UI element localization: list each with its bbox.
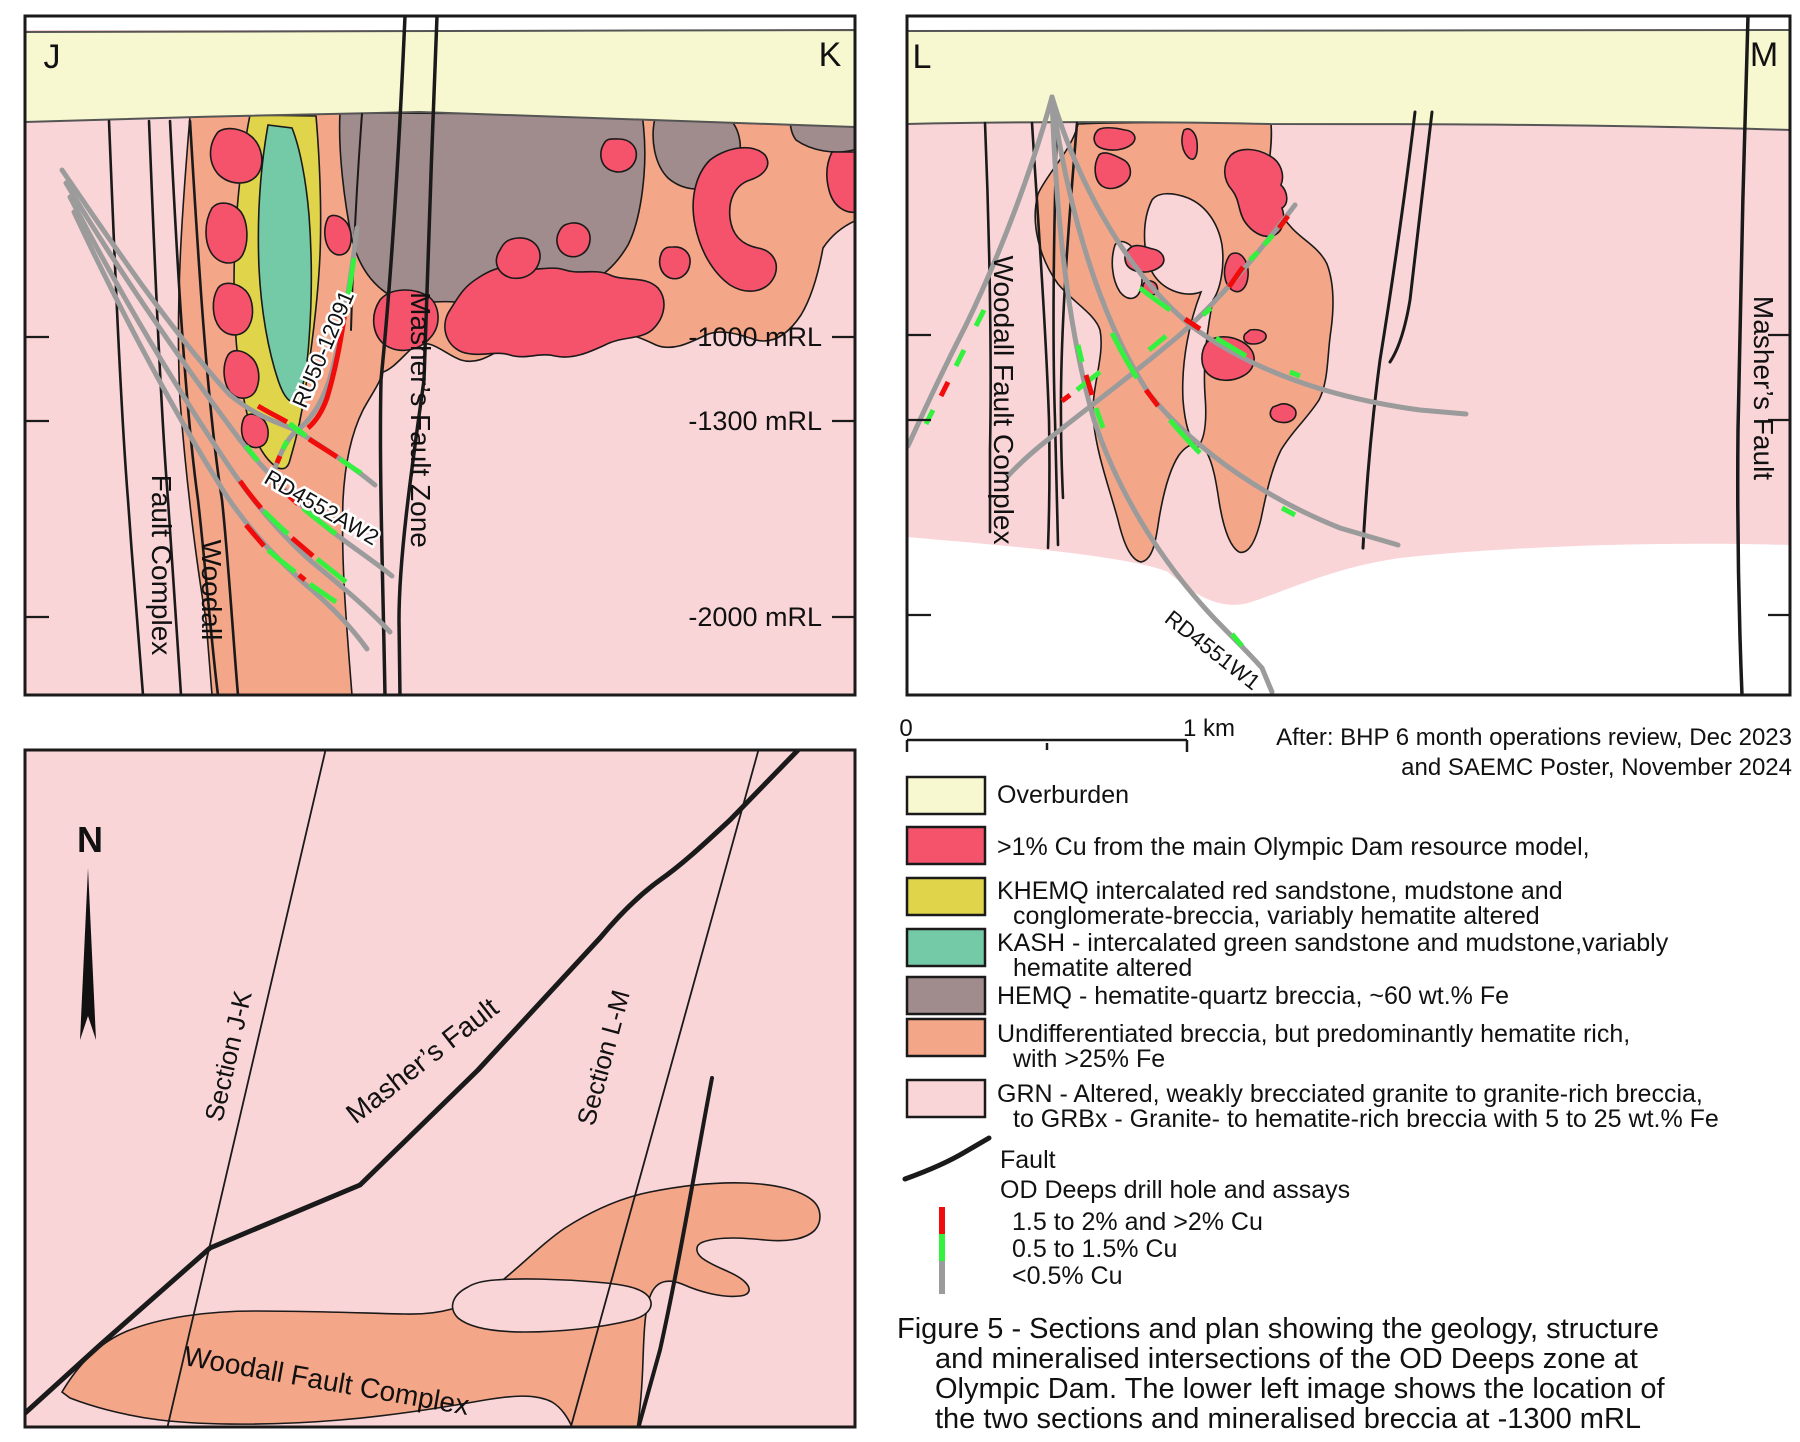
legend-swatch-kash: [905, 927, 987, 968]
legend-swatch-cu: [905, 825, 987, 866]
caption-line-4: the two sections and mineralised breccia…: [935, 1403, 1642, 1435]
legend-swatch-overburden: [905, 775, 987, 816]
plan-breccia-body: [60, 1182, 821, 1427]
jk-corner-k: K: [819, 36, 842, 74]
legend-label-khemq-1: KHEMQ intercalated red sandstone, mudsto…: [997, 877, 1563, 905]
plan-section-jk-line: [166, 750, 327, 1427]
jk-fault-complex-label: Fault Complex: [146, 475, 177, 656]
lm-elevation-ticks: [907, 333, 1790, 617]
jk-elevation-ticks: [25, 335, 855, 619]
jk-elev-2000: -2000 mRL: [688, 602, 822, 632]
legend-label-grn-1: GRN - Altered, weakly brecciated granite…: [997, 1080, 1703, 1108]
legend-assay-high-label: 1.5 to 2% and >2% Cu: [1012, 1208, 1263, 1236]
scale-km-label: 1 km: [1183, 715, 1235, 742]
lm-corner-m: M: [1750, 36, 1778, 74]
section-lm-panel: [907, 16, 1790, 695]
lm-cu-grade-shells: [1093, 126, 1297, 424]
jk-overburden: [25, 28, 855, 129]
scale-bar: [905, 738, 1189, 752]
jk-masher-fault-zone-label: Masher’s Fault Zone: [405, 292, 436, 548]
legend-swatch-hemq: [905, 975, 987, 1016]
plan-panel-border: [23, 748, 857, 1429]
lm-overburden: [907, 28, 1790, 132]
legend-assay-mid-icon: [939, 1234, 945, 1261]
plan-north-label: N: [77, 819, 103, 860]
jk-masher-faults: [378, 16, 439, 695]
lm-assay-intervals: [923, 214, 1301, 648]
caption-line-1: Figure 5 - Sections and plan showing the…: [897, 1313, 1659, 1345]
attribution-line-2: and SAEMC Poster, November 2024: [1401, 754, 1792, 781]
legend-assay-low-label: <0.5% Cu: [1012, 1262, 1123, 1290]
plan-se-fault-line: [636, 1076, 714, 1427]
legend-label-kash-1: KASH - intercalated green sandstone and …: [997, 929, 1669, 957]
scale-zero-label: 0: [899, 715, 912, 742]
caption-line-3: Olympic Dam. The lower left image shows …: [935, 1373, 1665, 1405]
legend-assay-bar: [939, 1207, 945, 1294]
jk-cu-grade-shells: [205, 127, 855, 449]
north-arrow-icon: [80, 868, 96, 1040]
jk-woodall-label: Woodall: [196, 540, 227, 641]
jk-assay-intervals: [237, 257, 363, 605]
legend-fault-icon: [902, 1135, 992, 1182]
legend-label-grn-2: to GRBx - Granite- to hematite-rich brec…: [1013, 1105, 1719, 1133]
legend-assay-high-icon: [939, 1207, 945, 1234]
section-jk-panel: [25, 16, 855, 695]
jk-panel-border: [23, 14, 857, 697]
caption-line-2: and mineralised intersections of the OD …: [935, 1343, 1638, 1375]
legend-label-khemq-2: conglomerate-breccia, variably hematite …: [1013, 902, 1540, 930]
lm-panel-border: [905, 14, 1792, 697]
lm-woodall-fault-complex-label: Woodall Fault Complex: [988, 256, 1019, 545]
legend-swatch-breccia: [905, 1017, 987, 1058]
legend-assay-mid-label: 0.5 to 1.5% Cu: [1012, 1235, 1178, 1263]
legend-label-overburden: Overburden: [997, 781, 1130, 809]
jk-woodall-faults: [107, 113, 363, 695]
jk-kash-body: [257, 124, 313, 403]
plan-section-lm-line: [569, 750, 760, 1427]
legend-label-hemq: HEMQ - hematite-quartz breccia, ~60 wt.%…: [997, 982, 1509, 1010]
legend-swatches: [905, 775, 987, 1119]
legend-label-breccia-1: Undifferentiated breccia, but predominan…: [997, 1020, 1631, 1048]
attribution-line-1: After: BHP 6 month operations review, De…: [1276, 724, 1792, 751]
legend-label-fault: Fault: [1000, 1146, 1056, 1174]
legend-swatch-grn: [905, 1078, 987, 1119]
lm-corner-l: L: [913, 38, 932, 76]
legend-label-cu: >1% Cu from the main Olympic Dam resourc…: [997, 833, 1590, 861]
lm-masher-fault-label: Masher’s Fault: [1748, 296, 1779, 480]
jk-elev-1000: -1000 mRL: [688, 322, 822, 352]
legend-swatch-khemq: [905, 876, 987, 917]
plan-panel: [25, 750, 855, 1427]
legend-label-breccia-2: with >25% Fe: [1013, 1045, 1166, 1073]
jk-elev-1300: -1300 mRL: [688, 406, 822, 436]
legend-drill-header: OD Deeps drill hole and assays: [1000, 1176, 1351, 1204]
legend-assay-low-icon: [939, 1261, 945, 1294]
jk-corner-j: J: [44, 38, 61, 76]
legend-label-kash-2: hematite altered: [1013, 954, 1193, 982]
lm-central-faults: [1361, 110, 1434, 550]
lm-masher-fault: [1735, 16, 1750, 695]
plan-masher-fault-line: [25, 750, 802, 1417]
